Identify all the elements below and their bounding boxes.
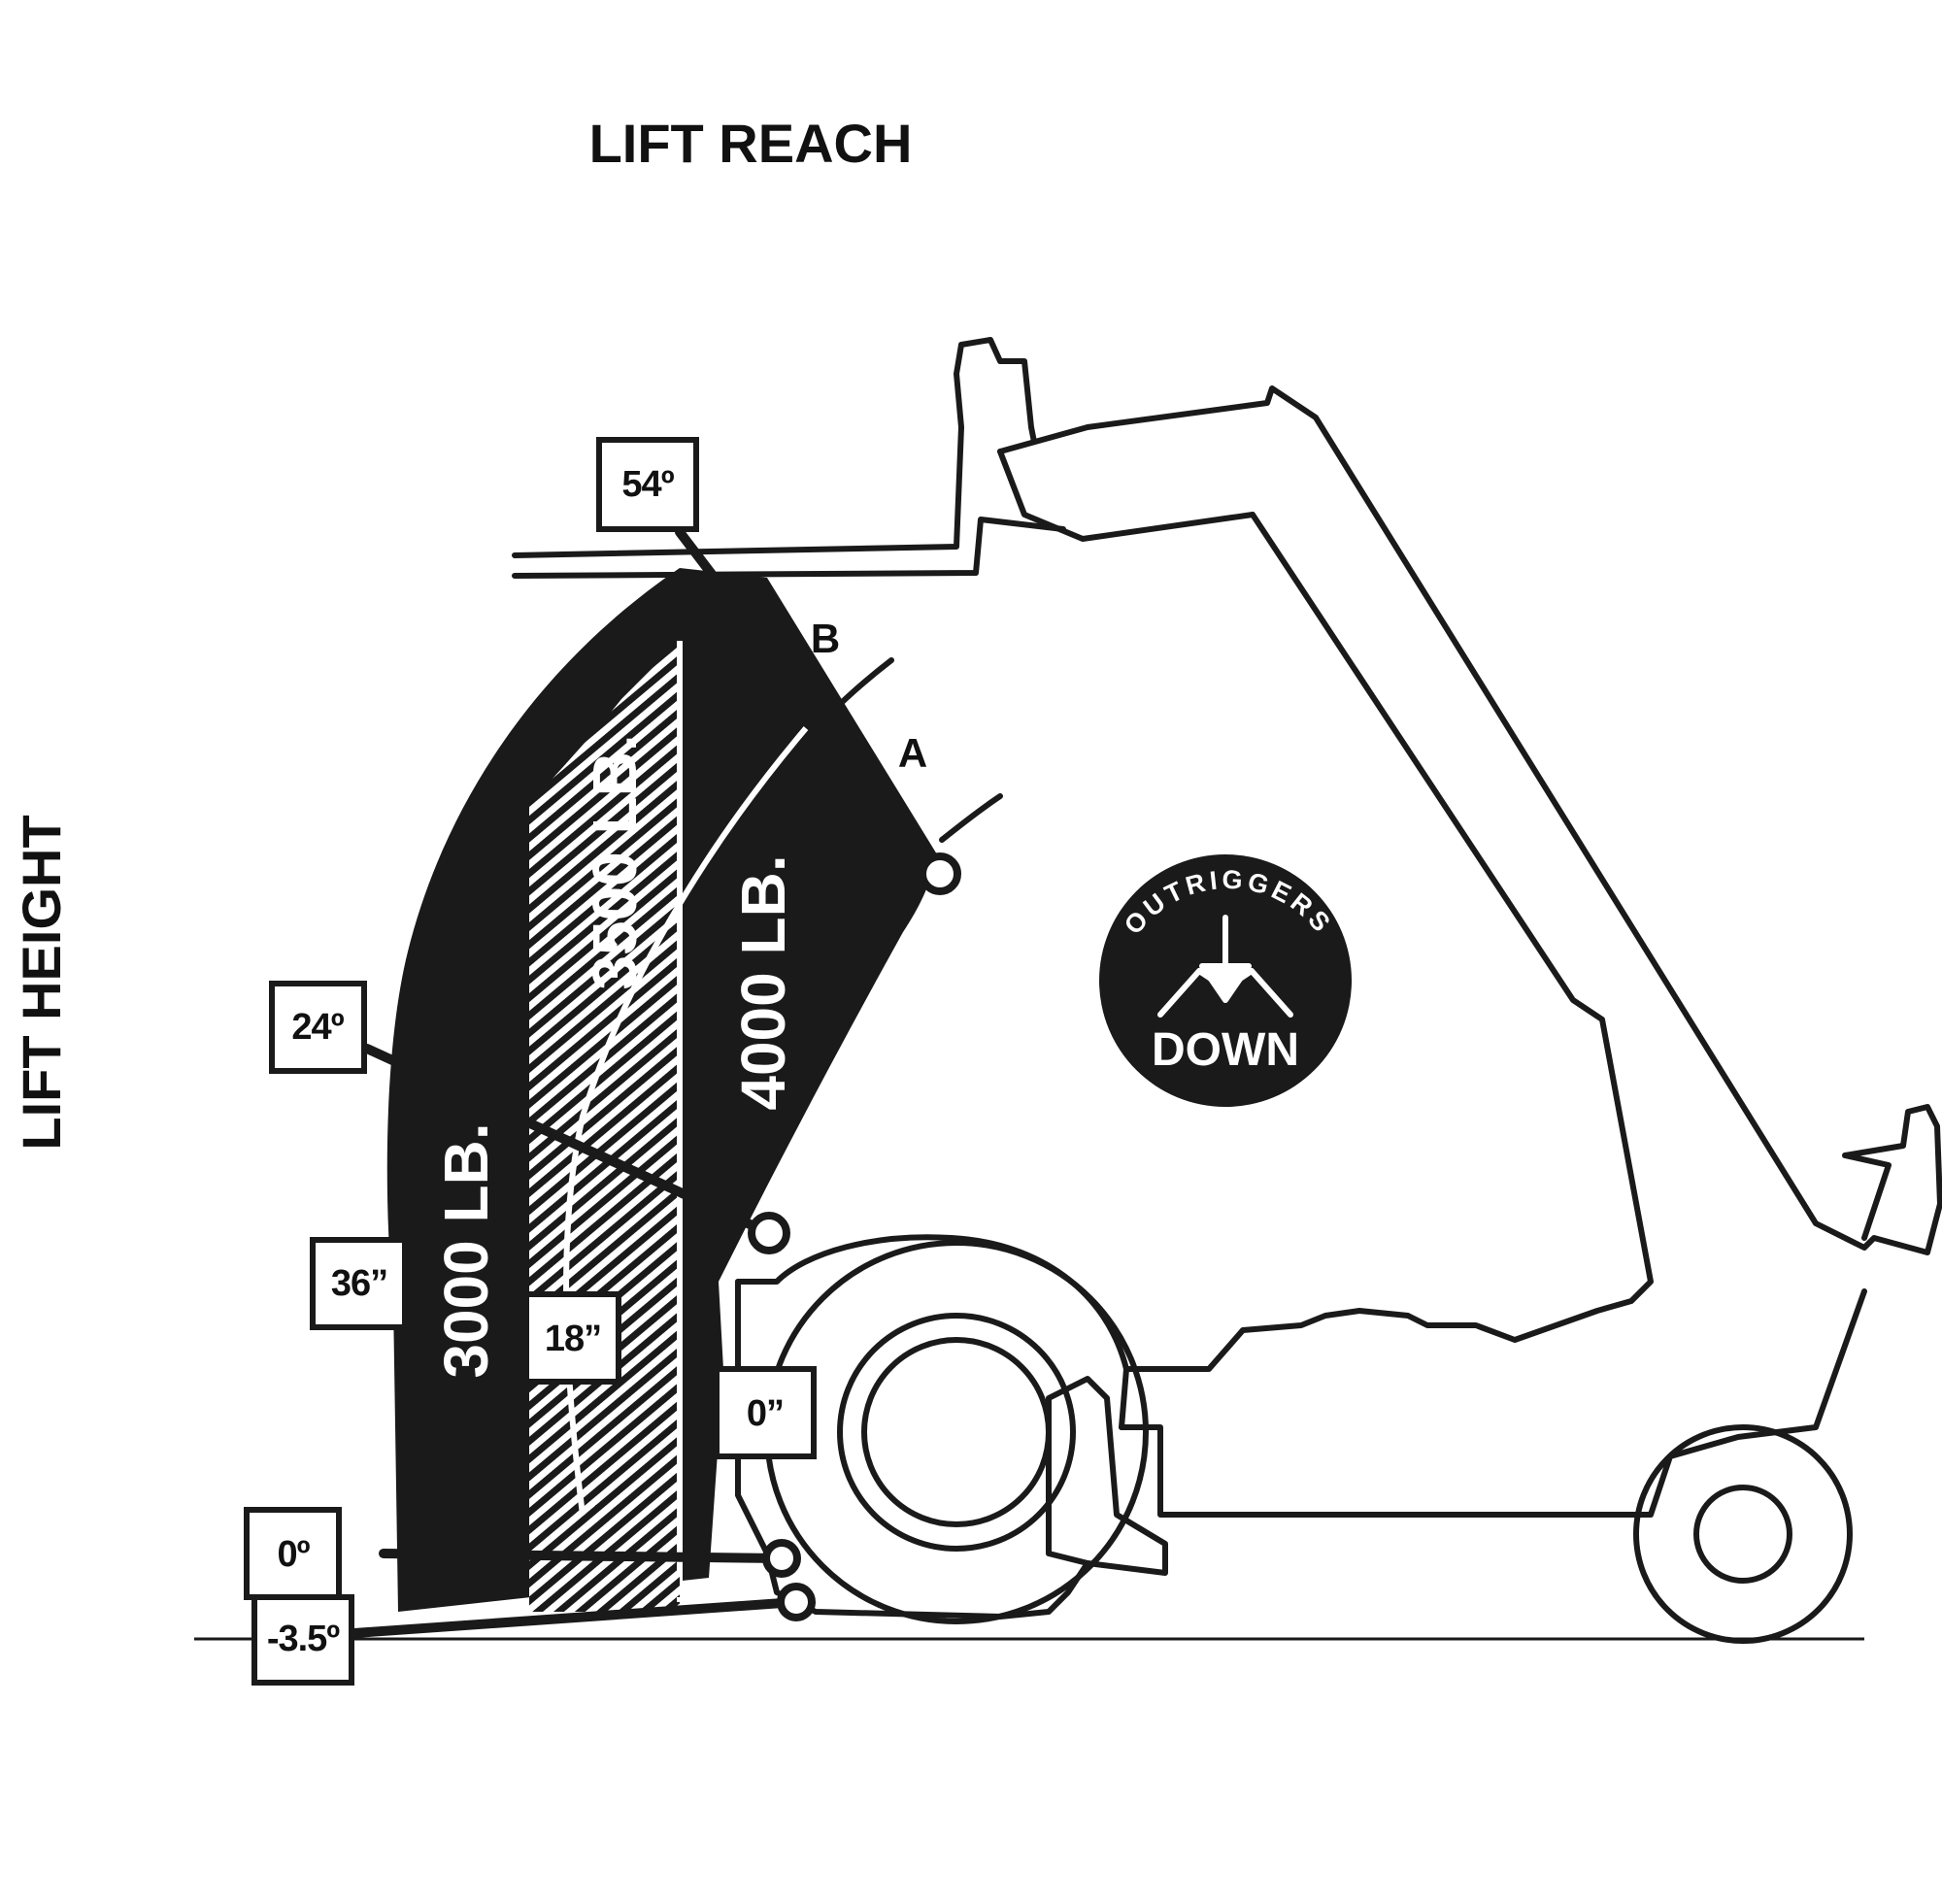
angle-label-0: 0º — [277, 1534, 310, 1575]
load-chart: 3000 LB. 3500 LB. 4000 LB. — [386, 568, 938, 1612]
rear-wheel-outer — [1633, 1424, 1853, 1644]
pivot-54 — [919, 852, 961, 895]
boom — [997, 385, 1942, 1255]
reach-label-18: 18” — [545, 1319, 601, 1359]
angle-label-neg35: -3.5º — [267, 1619, 340, 1659]
reach-box-0 — [714, 1366, 817, 1459]
angle-box-24 — [269, 981, 367, 1074]
angle-box-54 — [596, 437, 699, 532]
front-wheel-hub — [861, 1337, 1052, 1527]
badge-bottom-text: DOWN — [1152, 1024, 1299, 1076]
angle-box-neg35 — [251, 1594, 354, 1686]
front-wheel-inner — [837, 1313, 1076, 1552]
angle-label-24: 24º — [291, 1007, 344, 1048]
load-label-3500: 3500 LB. — [580, 734, 650, 989]
reach-box-36 — [310, 1237, 408, 1330]
pivot-0 — [762, 1539, 801, 1578]
curve-a-label: A — [898, 730, 927, 776]
angle-lines — [350, 527, 945, 1638]
reach-label-0: 0” — [747, 1393, 784, 1434]
reach-label-36: 36” — [331, 1263, 387, 1304]
angle-label-54: 54º — [621, 464, 674, 505]
load-label-3000: 3000 LB. — [431, 1122, 501, 1378]
value-boxes — [244, 437, 817, 1686]
load-band-base — [529, 1573, 680, 1597]
lift-reach-title: LIFT REACH — [589, 113, 913, 174]
chassis — [1119, 1288, 1867, 1518]
pivot-neg35 — [777, 1583, 816, 1621]
reach-box-18 — [523, 1291, 621, 1385]
pivot-24 — [748, 1212, 790, 1254]
outriggers-down-arrow-icon — [1157, 915, 1293, 1018]
curve-b-arc — [827, 657, 894, 717]
pivot-points — [748, 852, 961, 1621]
angle-line-54 — [675, 527, 945, 879]
angle-line-24 — [362, 1044, 774, 1238]
fork-carriage — [512, 337, 1037, 558]
curve-b-label: B — [811, 616, 840, 661]
outriggers-down-badge: OUTRIGGERS DOWN — [1099, 854, 1352, 1107]
lift-height-label: LIFT HEIGHT — [11, 815, 72, 1150]
telehandler-outline — [512, 337, 1942, 1644]
angle-line-neg35 — [350, 1597, 801, 1638]
angle-line-0 — [379, 1549, 787, 1563]
curve-a-arc — [939, 793, 1003, 843]
rear-wheel-inner — [1693, 1485, 1792, 1584]
load-label-4000: 4000 LB. — [728, 854, 798, 1110]
